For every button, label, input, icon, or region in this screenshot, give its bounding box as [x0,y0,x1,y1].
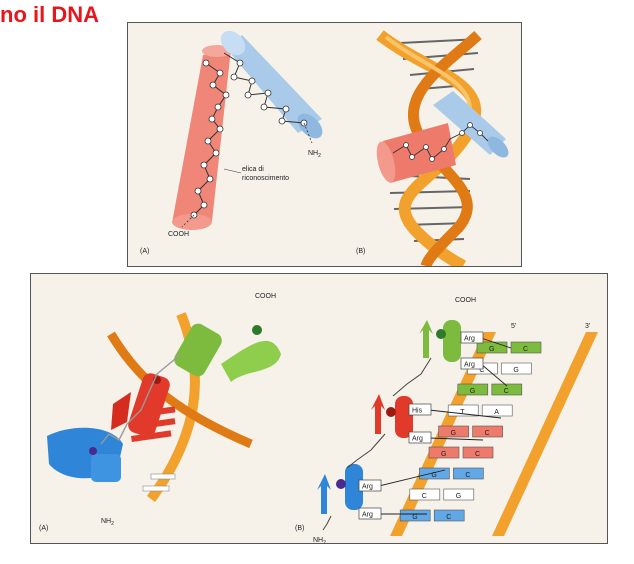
residue-label: Arg [464,362,475,369]
base-pair-box [447,404,479,417]
base-pair-box [433,509,465,522]
base-letter: T [460,409,465,416]
base-letter: G [412,514,417,521]
base-pair-box [472,425,503,438]
blue-helix-cylinder [220,30,323,139]
base-pair-box [462,446,494,459]
dna-ribbon-a [107,312,253,502]
base-letter: G [456,493,461,500]
base-pair-box [428,446,460,459]
dna-strand-right [492,332,598,536]
top-figure-drawing: NH2 elica di riconoscimento COOH (A) [140,30,509,266]
residue-contact-line [378,469,446,487]
base-pair-box [399,509,431,522]
b-cooh-label: COOH [455,297,476,304]
base-pair-box [491,383,523,396]
base-letter: C [475,451,480,458]
five-prime-label: 5' [511,323,516,330]
base-letter: C [446,514,451,521]
base-pair-box [419,467,450,480]
base-pair-box [453,467,484,480]
base-letter: C [479,367,484,374]
base-pair-box [510,341,542,354]
bottom-figure-drawing: COOH NH2 (A) G C C G G C T A G C G C G C C G G C 5' 3' [39,293,598,543]
panel-a-label: (A) [140,248,149,255]
a-nh2-label: NH2 [101,518,114,527]
residue-label: His [412,408,423,415]
page-title: no il DNA [0,2,99,27]
nh2-label: NH2 [308,150,321,159]
base-pair-box [457,383,489,396]
red-finger-a [111,373,170,437]
base-pair-box [443,488,475,501]
base-letter: C [485,430,490,437]
residue-label: Arg [412,436,423,443]
b-nh2-label: NH2 [313,537,326,543]
residue-label: Arg [362,484,373,491]
base-pair-box [438,425,469,438]
base-letter: A [494,409,499,416]
base-letter: C [504,388,509,395]
residue-contact-line [428,437,484,441]
blue-finger-b [317,464,363,514]
residue-tag [358,507,382,520]
b-panel-label: (B) [295,525,304,532]
base-letter: G [451,430,456,437]
three-prime-label: 3' [585,323,590,330]
recognition-label-line1: elica di [242,166,264,173]
green-finger-a [174,323,281,382]
base-pairs: G C C G G C T A G C G C G C C G G C [399,341,542,522]
base-pair-box [481,404,513,417]
base-letter: C [465,472,470,479]
residue-tag [460,357,484,370]
residue-contact-line [480,337,512,349]
residue-tag [460,331,484,344]
residue-tag [358,479,382,492]
backbone-atoms [190,59,308,219]
residue-label: Arg [362,512,373,519]
recognition-label-line2: riconoscimento [242,175,289,182]
base-pair-box [501,362,532,375]
base-letter: G [441,451,446,458]
cooh-label: COOH [168,231,189,238]
a-cooh-label: COOH [255,293,276,300]
base-letter: C [422,493,427,500]
base-letter: G [470,388,475,395]
residue-contact-line [480,363,508,387]
base-letter: G [431,472,436,479]
a-panel-label: (A) [39,525,48,532]
top-figure-panel: NH2 elica di riconoscimento COOH (A) [127,22,522,267]
residue-tag [408,431,432,444]
residue-contact-line [428,409,502,419]
base-letter: G [489,346,494,353]
panel-b-label: (B) [356,248,365,255]
base-pair-box [409,488,441,501]
residue-tag [408,403,432,416]
bottom-figure-panel: COOH NH2 (A) G C C G G C T A G C G C G C C G G C 5' 3' [30,273,608,544]
bound-red-helix [376,123,456,183]
residue-label: Arg [464,336,475,343]
red-finger-b [371,394,413,438]
base-letter: G [513,367,518,374]
green-finger-b [419,320,461,362]
base-letter: C [523,346,528,353]
dna-ladder-b: G C C G G C T A G C G C G C C G G C [390,332,598,536]
